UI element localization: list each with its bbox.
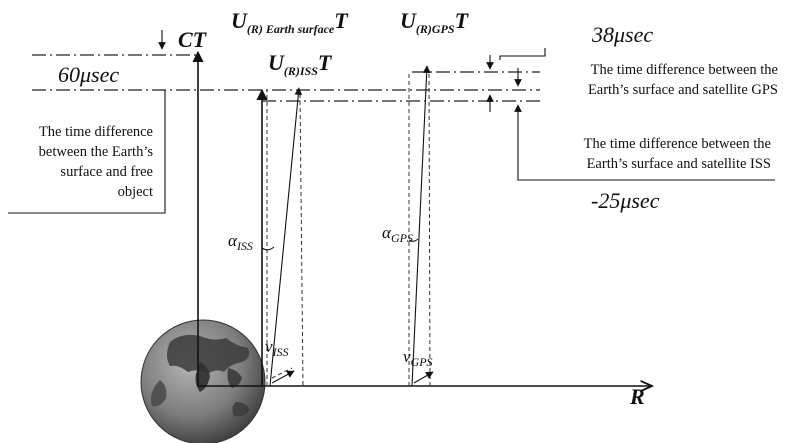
iss-note-bracket [517,120,775,181]
gps-tilted-worldline [411,65,431,387]
free-object-bracket [8,90,166,214]
r-axis-label: R [629,384,645,409]
iss-velocity-arrow [271,370,295,384]
alpha-iss-label: αISS [228,231,253,253]
free-note-line-4: object [118,184,153,200]
v-gps-label: vGPS [403,347,433,369]
value-38-usec: 38μsec [591,22,653,47]
free-note-line-2: between the Earth’s [39,144,154,160]
u-iss-label: U(R)ISST [268,50,333,78]
free-note-line-3: surface and free [60,164,153,180]
alpha-gps-label: αGPS [382,223,413,245]
v-iss-label: vISS [265,337,289,359]
iss-note-line-1: The time difference between the [584,136,771,152]
gps-note-line-1: The time difference between the [591,62,778,78]
gps-velocity-arrow [413,371,434,384]
ct-label: CT [178,27,208,52]
free-note-line-1: The time difference [39,124,153,140]
alpha-iss-arc [261,246,275,251]
value-60-usec: 60μsec [58,62,119,87]
u-earth-label: U(R) Earth surfaceT [231,8,349,36]
iss-tilted-dashed [299,93,304,387]
iss-velocity-dashed [271,367,293,379]
u-gps-label: U(R)GPST [400,8,470,36]
alpha-gps-arc [408,238,419,242]
gps-note-line-2: Earth’s surface and satellite GPS [588,82,778,98]
iss-tilted-worldline [269,87,303,387]
gps-tilted-dashed [428,73,431,387]
gps-note-bracket [499,48,546,60]
earth-globe-icon [140,319,266,443]
value-minus-25-usec: -25μsec [591,188,660,213]
iss-note-line-2: Earth’s surface and satellite ISS [587,156,771,172]
